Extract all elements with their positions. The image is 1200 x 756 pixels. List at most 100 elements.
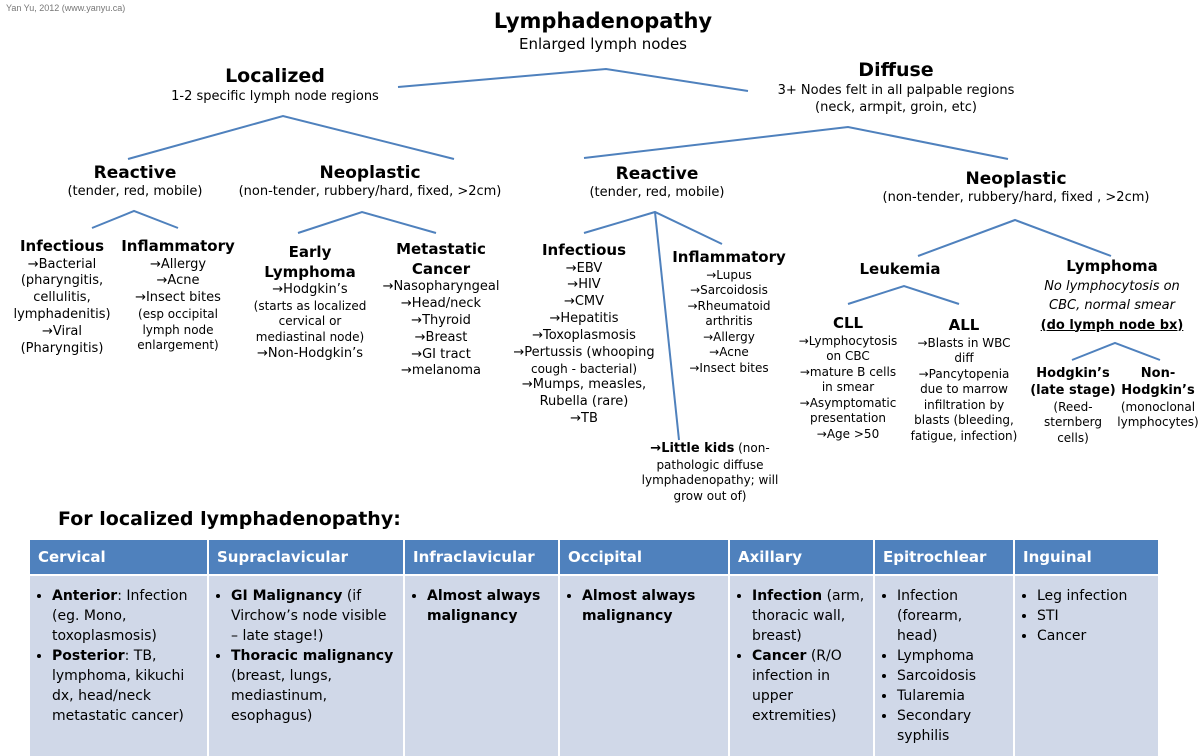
diff-reactive-title: Reactive [615, 164, 699, 184]
cell-cervical: Anterior: Infection (eg. Mono, toxoplasm… [30, 574, 209, 756]
loc-inflammatory-title: Inflammatory [121, 237, 235, 255]
diff-inflammatory-title: Inflammatory [672, 248, 786, 266]
leukemia-node: Leukemia [840, 260, 960, 280]
header-supraclavicular: Supraclavicular [208, 540, 405, 575]
connector-loc-reactive [91, 209, 179, 229]
diff-lymphoma-title: Lymphoma [1066, 257, 1158, 275]
list-item: Sarcoidosis [897, 666, 1007, 686]
header-infraclavicular: Infraclavicular [404, 540, 560, 575]
loc-infectious-item: →Viral [41, 324, 83, 340]
list-item: Posterior: TB, lymphoma, kikuchi dx, hea… [52, 646, 201, 726]
root-title: Lymphadenopathy [493, 9, 713, 33]
early-lymphoma-title-1: Early [288, 243, 332, 261]
diff-infectious-node: Infectious →EBV →HIV →CMV →Hepatitis →To… [504, 241, 664, 428]
header-cervical: Cervical [30, 540, 209, 575]
hodgkins-item: cells) [1057, 430, 1089, 445]
little-kids-item: pathologic diffuse [656, 457, 764, 472]
cll-item: →Lymphocytosis [798, 333, 898, 348]
loc-neoplastic-title: Neoplastic [319, 163, 421, 183]
connector-diff-neoplastic [917, 218, 1112, 257]
cell-inguinal: Leg infection STI Cancer [1014, 574, 1160, 756]
metastatic-item: →melanoma [401, 363, 481, 379]
hodgkins-item: sternberg [1043, 415, 1102, 430]
diff-inflammatory-item: →Insect bites [689, 361, 769, 376]
all-item: due to marrow [920, 382, 1008, 397]
early-lymphoma-item: mediastinal node) [255, 330, 365, 345]
diff-infectious-item: →EBV [565, 260, 603, 276]
cll-item: on CBC [826, 349, 870, 364]
loc-infectious-item: (pharyngitis, [20, 273, 104, 289]
diff-infectious-item: →TB [570, 411, 598, 427]
loc-inflammatory-item: →Acne [156, 273, 200, 289]
diff-infectious-item: →Pertussis (whooping [513, 344, 655, 360]
cll-item: →mature B cells [799, 364, 897, 379]
diff-neoplastic-node: Neoplastic (non-tender, rubbery/hard, fi… [866, 168, 1166, 207]
header-inguinal: Inguinal [1014, 540, 1160, 575]
diff-inflammatory-item: →Sarcoidosis [690, 283, 768, 298]
diff-infectious-item: →CMV [563, 294, 605, 310]
all-item: infiltration by [923, 397, 1005, 412]
metastatic-item: →Breast [414, 329, 468, 345]
little-kids-node: →Little kids (non- pathologic diffuse ly… [640, 441, 780, 505]
loc-infectious-item: cellulitis, [33, 290, 91, 306]
loc-reactive-node: Reactive (tender, red, mobile) [45, 162, 225, 201]
metastatic-item: →Thyroid [411, 312, 471, 328]
credit-text: Yan Yu, 2012 (www.yanyu.ca) [6, 3, 126, 13]
diff-infectious-item: →HIV [567, 277, 601, 293]
list-item: Secondary syphilis [897, 706, 1007, 746]
little-kids-item: lymphadenopathy; will [641, 473, 779, 488]
metastatic-item: →GI tract [411, 346, 471, 362]
localized-title: Localized [225, 65, 325, 87]
diff-inflammatory-item: arthritis [705, 314, 753, 329]
localized-subtitle: 1-2 specific lymph node regions [171, 88, 379, 104]
connector-diff-reactive [583, 210, 723, 245]
cll-item: →Age >50 [816, 427, 880, 442]
non-hodgkins-item: lymphocytes) [1117, 415, 1199, 430]
list-item: GI Malignancy (if Virchow’s node visible… [231, 586, 397, 646]
list-item: Thoracic malignancy (breast, lungs, medi… [231, 646, 397, 726]
loc-infectious-item: lymphadenitis) [13, 307, 111, 323]
diff-infectious-item: Rubella (rare) [539, 394, 629, 410]
connector-root [397, 67, 749, 92]
loc-inflammatory-item: →Allergy [149, 256, 207, 272]
diff-inflammatory-item: →Acne [709, 345, 749, 360]
non-hodgkins-node: Non- Hodgkin’s (monoclonal lymphocytes) [1116, 366, 1200, 431]
localized-regions-table: Cervical Supraclavicular Infraclavicular… [30, 540, 1160, 756]
all-item: fatigue, infection) [910, 429, 1018, 444]
list-item: STI [1037, 606, 1152, 626]
diffuse-node: Diffuse 3+ Nodes felt in all palpable re… [746, 58, 1046, 116]
early-lymphoma-item: →Hodgkin’s [272, 282, 348, 297]
diff-neoplastic-subtitle: (non-tender, rubbery/hard, fixed , >2cm) [882, 190, 1150, 206]
header-epitrochlear: Epitrochlear [874, 540, 1015, 575]
diff-lymphoma-note-1: No lymphocytosis on [1044, 278, 1180, 294]
root-node: Lymphadenopathy Enlarged lymph nodes [453, 8, 753, 55]
diff-lymphoma-note-2: CBC, normal smear [1049, 298, 1175, 313]
hodgkins-title-2: (late stage) [1030, 382, 1116, 398]
header-occipital: Occipital [559, 540, 730, 575]
cell-infraclavicular: Almost always malignancy [404, 574, 560, 756]
cll-node: CLL →Lymphocytosis on CBC →mature B cell… [790, 314, 906, 443]
metastatic-node: Metastatic Cancer →Nasopharyngeal →Head/… [374, 240, 508, 380]
cell-occipital: Almost always malignancy [559, 574, 730, 756]
metastatic-item: →Nasopharyngeal [382, 279, 500, 294]
diff-infectious-title: Infectious [541, 241, 627, 259]
little-kids-item: grow out of) [673, 489, 747, 504]
diff-infectious-item: →Toxoplasmosis [532, 328, 636, 344]
connector-loc-neoplastic [297, 210, 437, 234]
all-item: →Pancytopenia [918, 366, 1010, 381]
all-node: ALL →Blasts in WBC diff →Pancytopenia du… [904, 316, 1024, 445]
cll-title: CLL [832, 314, 864, 332]
diff-infectious-item: →Hepatitis [549, 311, 619, 327]
table-title: For localized lymphadenopathy: [58, 508, 401, 530]
leukemia-title: Leukemia [859, 260, 941, 278]
hodgkins-title-1: Hodgkin’s [1036, 366, 1110, 381]
loc-infectious-title: Infectious [19, 237, 105, 255]
loc-reactive-title: Reactive [93, 163, 177, 183]
list-item: Anterior: Infection (eg. Mono, toxoplasm… [52, 586, 201, 646]
diffuse-subtitle-1: 3+ Nodes felt in all palpable regions [777, 82, 1015, 98]
early-lymphoma-item: cervical or [278, 314, 342, 329]
cll-item: presentation [810, 411, 886, 426]
connector-little-kids [654, 211, 680, 441]
little-kids-lead: →Little kids [650, 441, 735, 456]
cell-axillary: Infection (arm, thoracic wall, breast) C… [729, 574, 875, 756]
